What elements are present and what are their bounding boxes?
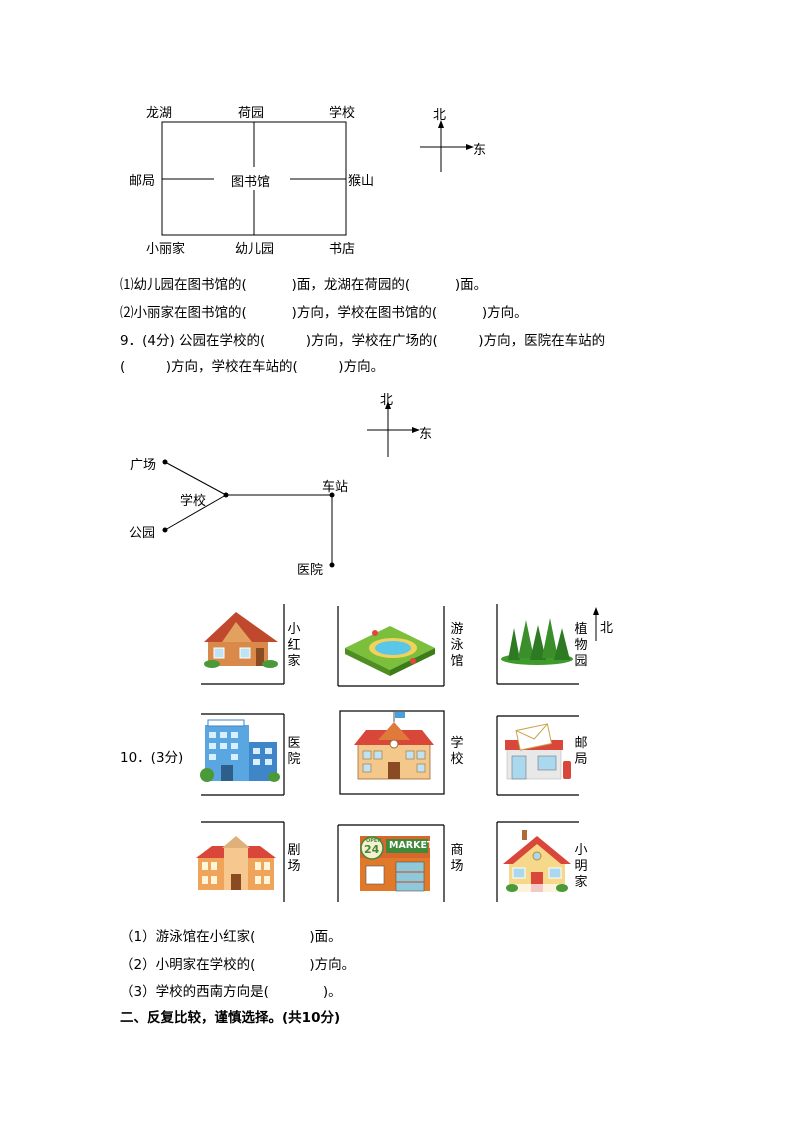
cell-name-xiaohongjia: 小红家 <box>287 622 301 669</box>
q9-line-2: ( )方向，学校在车站的( )方向。 <box>120 359 385 375</box>
q10-question-3: （3）学校的西南方向是( )。 <box>120 984 342 1000</box>
market-24-text: 24 <box>364 843 380 856</box>
map1-question-1: ⑴幼儿园在图书馆的( )面，龙湖在荷园的( )面。 <box>120 277 488 293</box>
label-youju: 邮局 <box>129 174 156 189</box>
q10-question-1: （1）游泳馆在小红家( )面。 <box>120 929 342 945</box>
map1-question-2: ⑵小丽家在图书馆的( )方向，学校在图书馆的( )方向。 <box>120 305 528 321</box>
label-guangchang: 广场 <box>130 458 157 473</box>
q10-north: 北 <box>600 621 614 636</box>
label-xuexiao: 学校 <box>329 106 356 121</box>
cell-name-xuexiao: 学校 <box>450 736 464 767</box>
cell-name-juchang: 剧场 <box>287 843 301 874</box>
section-2-heading: 二、反复比较，谨慎选择。(共10分) <box>120 1010 341 1026</box>
label-gongyuan: 公园 <box>129 526 156 541</box>
label-tushuguan: 图书馆 <box>231 175 271 190</box>
label-youeryuan: 幼儿园 <box>235 242 275 257</box>
label-shudian: 书店 <box>329 242 356 257</box>
cell-name-zhiwuyuan: 植物园 <box>574 622 588 669</box>
cell-name-youju: 邮局 <box>574 736 588 767</box>
compass2-north: 北 <box>380 393 394 408</box>
compass2-east: 东 <box>419 427 433 442</box>
market-sign-text: MARKET <box>389 840 434 851</box>
label-longhu: 龙湖 <box>146 106 173 121</box>
cell-name-youyongguan: 游泳馆 <box>450 622 464 669</box>
label-xiaolijia: 小丽家 <box>146 242 186 257</box>
compass1-east: 东 <box>473 143 487 158</box>
cell-name-shangchang: 商场 <box>450 843 464 874</box>
q9-line-1: 9．(4分) 公园在学校的( )方向，学校在广场的( )方向，医院在车站的 <box>120 333 606 349</box>
label-heyuan: 荷园 <box>238 106 265 121</box>
label-yiyuan: 医院 <box>297 563 324 578</box>
q10-question-2: （2）小明家在学校的( )方向。 <box>120 957 356 973</box>
label-chezhan: 车站 <box>322 480 349 495</box>
cell-name-yiyuan: 医院 <box>287 736 301 767</box>
label-houshan: 猴山 <box>348 174 375 189</box>
cell-name-xiaomingjia: 小明家 <box>574 843 588 890</box>
compass1-north: 北 <box>433 108 447 123</box>
q10-label: 10．(3分) <box>120 750 184 766</box>
market-open-text: OPEN <box>366 838 382 844</box>
label-q9-xuexiao: 学校 <box>180 494 207 509</box>
